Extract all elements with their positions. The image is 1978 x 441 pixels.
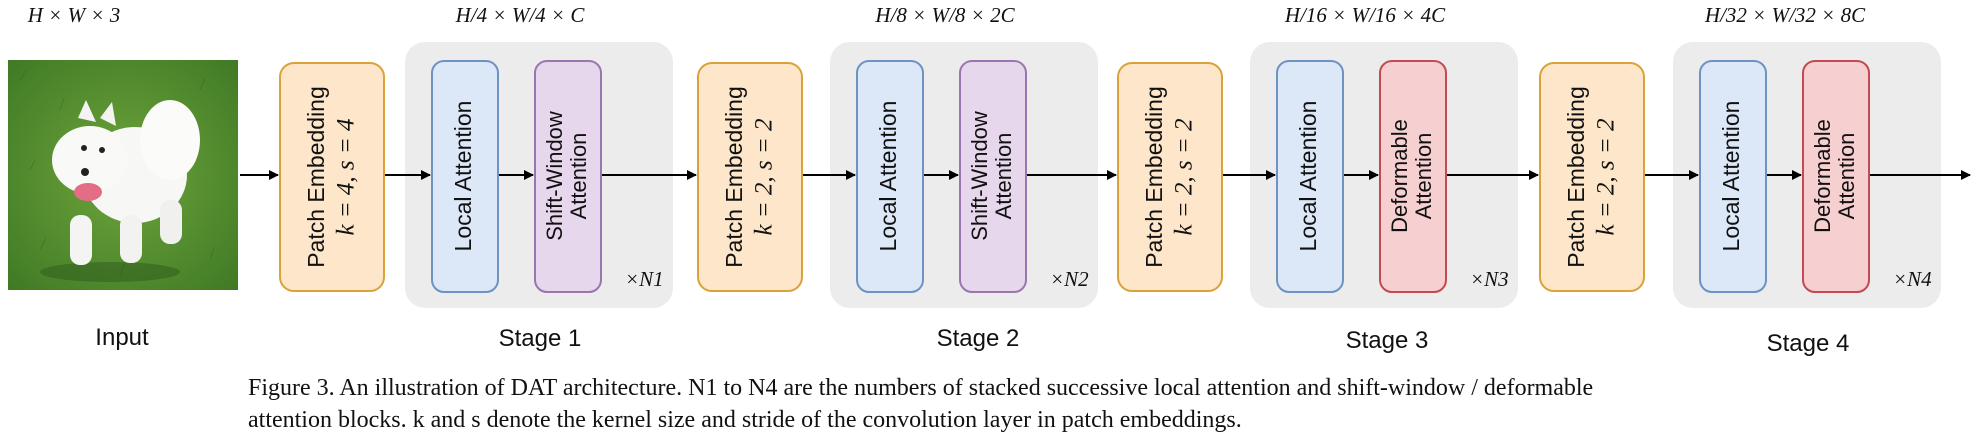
patch-embedding-2-params: k = 2, s = 2 — [751, 118, 778, 235]
patch-embedding-1-title: Patch Embedding — [303, 86, 329, 268]
stage-3-repeat: ×N3 — [1470, 267, 1509, 291]
stage-1-label: Stage 1 — [499, 325, 582, 352]
block-b-1-line2: Attention — [566, 133, 591, 220]
caption-line-2: attention blocks. k and s denote the ker… — [248, 407, 1242, 433]
block-b-2-line1: Shift-Window — [967, 111, 992, 241]
stage-3-label: Stage 3 — [1346, 327, 1429, 354]
local-attention-4 — [1699, 60, 1767, 293]
patch-embedding-4-title: Patch Embedding — [1563, 86, 1589, 268]
input-dim-label: H × W × 3 — [27, 3, 121, 27]
block-b-2-line2: Attention — [991, 133, 1016, 220]
block-b-1-line1: Shift-Window — [542, 111, 567, 241]
stage-2-dim-label: H/8 × W/8 × 2C — [874, 3, 1015, 27]
stage-4-repeat: ×N4 — [1893, 267, 1932, 291]
local-attention-2-label: Local Attention — [875, 101, 901, 252]
block-b-3-line2: Attention — [1411, 133, 1436, 220]
input-image — [8, 60, 238, 290]
local-attention-2 — [856, 60, 924, 293]
local-attention-4-label: Local Attention — [1718, 101, 1744, 252]
patch-embedding-1 — [279, 62, 385, 292]
block-b-4-line1: Deformable — [1810, 119, 1835, 233]
shift-window-attention-1 — [534, 60, 602, 293]
deformable-attention-4 — [1802, 60, 1870, 293]
stage-4-label: Stage 4 — [1767, 330, 1850, 357]
patch-embedding-2 — [697, 62, 803, 292]
patch-embedding-4-params: k = 2, s = 2 — [1593, 118, 1620, 235]
stage-1-dim-label: H/4 × W/4 × C — [455, 3, 586, 27]
patch-embedding-1-params: k = 4, s = 4 — [333, 118, 360, 235]
block-b-3-line1: Deformable — [1387, 119, 1412, 233]
local-attention-3-label: Local Attention — [1295, 101, 1321, 252]
shift-window-attention-2 — [959, 60, 1027, 293]
stage-4-dim-label: H/32 × W/32 × 8C — [1704, 3, 1866, 27]
input-label: Input — [95, 324, 149, 351]
patch-embedding-3-title: Patch Embedding — [1141, 86, 1167, 268]
deformable-attention-3 — [1379, 60, 1447, 293]
stage-1-repeat: ×N1 — [625, 267, 664, 291]
stage-2-repeat: ×N2 — [1050, 267, 1089, 291]
patch-embedding-4 — [1539, 62, 1645, 292]
local-attention-1 — [431, 60, 499, 293]
stage-3-dim-label: H/16 × W/16 × 4C — [1284, 3, 1446, 27]
patch-embedding-3-params: k = 2, s = 2 — [1171, 118, 1198, 235]
stage-2-label: Stage 2 — [937, 325, 1020, 352]
local-attention-1-label: Local Attention — [450, 101, 476, 252]
figure-caption: Figure 3. An illustration of DAT archite… — [248, 372, 1768, 436]
patch-embedding-2-title: Patch Embedding — [721, 86, 747, 268]
caption-line-1: Figure 3. An illustration of DAT archite… — [248, 375, 1594, 401]
patch-embedding-3 — [1117, 62, 1223, 292]
block-b-4-line2: Attention — [1834, 133, 1859, 220]
local-attention-3 — [1276, 60, 1344, 293]
